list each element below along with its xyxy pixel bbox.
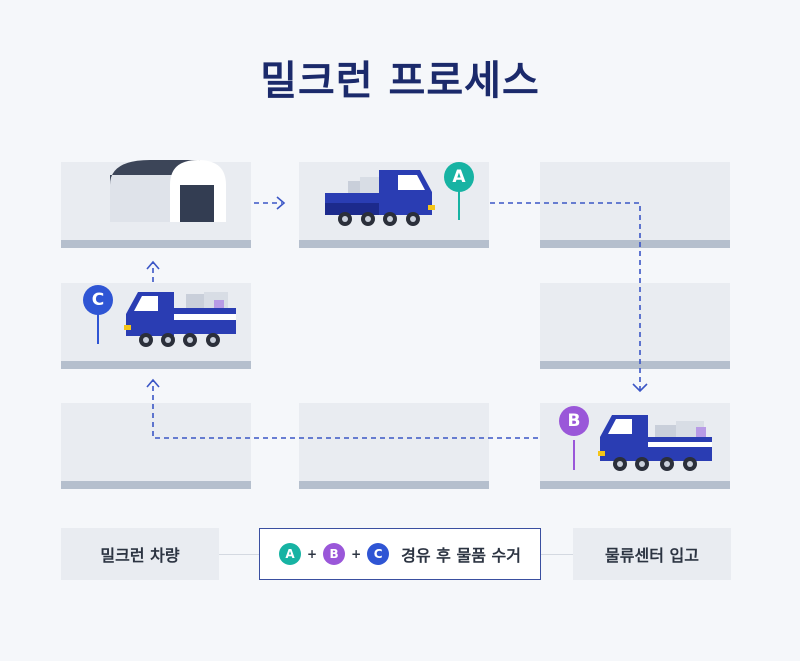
grid-cell xyxy=(61,403,251,489)
legend-pin-a: A xyxy=(279,543,302,565)
arrow-heads xyxy=(146,196,648,393)
pin-b-badge: B xyxy=(559,406,589,436)
legend-plus: + xyxy=(351,547,362,561)
truck-b-icon xyxy=(598,415,712,471)
pin-c-stem xyxy=(97,314,99,344)
legend-logistics-center: 물류센터 입고 xyxy=(573,528,731,580)
legend-left-label: 밀크런 차량 xyxy=(100,546,180,565)
legend-pin-c: C xyxy=(367,543,390,565)
grid-cell xyxy=(540,283,730,369)
pin-a-badge: A xyxy=(444,162,474,192)
legend-connector xyxy=(540,554,574,555)
legend-milkrun-vehicle: 밀크런 차량 xyxy=(61,528,219,580)
pin-c-badge: C xyxy=(83,285,113,315)
legend-connector xyxy=(219,554,261,555)
grid-cell xyxy=(299,403,489,489)
route-arrows xyxy=(152,202,641,439)
truck-a-icon xyxy=(325,170,435,226)
arrow-b-to-c xyxy=(152,380,538,439)
legend-plus: + xyxy=(307,547,318,561)
warehouse-icon xyxy=(110,160,226,222)
pin-a-stem xyxy=(458,190,460,220)
pin-b-stem xyxy=(573,440,575,470)
legend-pin-b: B xyxy=(323,543,346,565)
legend-pickup-route: A + B + C 경유 후 물품 수거 xyxy=(259,528,541,580)
page-title: 밀크런 프로세스 xyxy=(260,58,540,104)
arrow-a-to-b xyxy=(490,202,641,390)
grid-cell xyxy=(540,162,730,248)
legend-right-label: 물류센터 입고 xyxy=(605,546,699,565)
truck-c-icon xyxy=(124,292,236,347)
legend-center-label: 경유 후 물품 수거 xyxy=(401,546,521,565)
